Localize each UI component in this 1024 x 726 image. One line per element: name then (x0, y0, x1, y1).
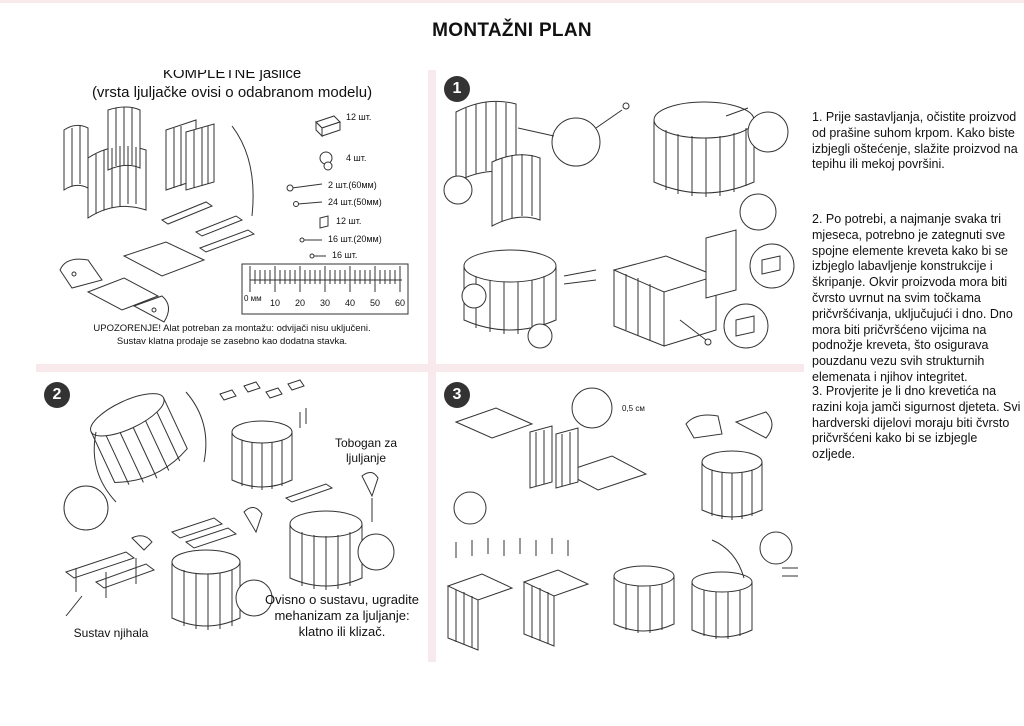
ruler-tick-label: 10 (269, 298, 280, 308)
flat-side-panels (165, 119, 215, 191)
kit-heading: KOMPLETNE jaslice (162, 70, 302, 82)
ruler (241, 263, 409, 315)
warning-text: UPOZORENJE! Alat potreban za montažu: od… (93, 323, 371, 334)
ruler-tick-label: 60 (394, 298, 405, 308)
step-1-illustration (443, 100, 795, 349)
part-qty: 16 шт.(20мм) (328, 234, 382, 244)
instruction-2: 2. Po potrebi, a najmanje svaka tri mjes… (812, 212, 1013, 384)
parts-illustration (59, 106, 409, 323)
kit-panel: KOMPLETNE jaslice (vrsta ljuljačke ovisi… (36, 70, 428, 364)
mechanism-note: Ovisno o sustavu, ugradite mehanizam za … (265, 592, 419, 639)
step-badge: 1 (444, 76, 470, 102)
step-3-panel: 3 (436, 372, 804, 662)
instruction-3: 3. Provjerite je li dno krevetića na raz… (812, 384, 1021, 462)
pendulum-system-label: Sustav njihala (73, 626, 149, 640)
ruler-unit: 0 мм (244, 294, 262, 303)
step-badge: 2 (44, 382, 70, 408)
top-border (0, 0, 1024, 3)
arc-bar (231, 125, 254, 217)
step-3-illustration (446, 387, 798, 651)
step-2-panel: 2 (36, 372, 428, 662)
step-2-illustration (63, 379, 395, 630)
slide-label: Tobogan za ljuljanje (334, 436, 398, 465)
hardware-icons (286, 115, 341, 259)
step-1-panel: 1 (436, 70, 804, 364)
bottom-plates (59, 241, 206, 323)
page-title: MONTAŽNI PLAN (432, 20, 592, 41)
ruler-tick-label: 30 (319, 298, 330, 308)
curved-side-panels (63, 106, 147, 219)
ruler-tick-label: 40 (344, 298, 355, 308)
kit-subheading: (vrsta ljuljačke ovisi o odabranom model… (91, 84, 373, 101)
step-badge: 3 (444, 382, 470, 408)
measure-label: 0,5 см (622, 404, 645, 413)
part-qty: 4 шт. (346, 153, 367, 163)
part-qty: 12 шт. (336, 216, 362, 226)
part-qty: 16 шт. (332, 250, 358, 260)
frame-divider (436, 364, 804, 372)
instruction-1: 1. Prije sastavljanja, očistite proizvod… (812, 110, 1018, 172)
frame-divider (36, 364, 428, 372)
part-qty: 24 шт.(50мм) (328, 197, 382, 207)
part-qty: 12 шт. (346, 112, 372, 122)
rails (160, 201, 256, 253)
part-qty: 2 шт.(60мм) (328, 180, 377, 190)
ruler-tick-label: 20 (294, 298, 305, 308)
ruler-tick-label: 50 (369, 298, 380, 308)
warning-note: Sustav klatna prodaje se zasebno kao dod… (116, 336, 348, 347)
frame-divider (428, 70, 436, 662)
